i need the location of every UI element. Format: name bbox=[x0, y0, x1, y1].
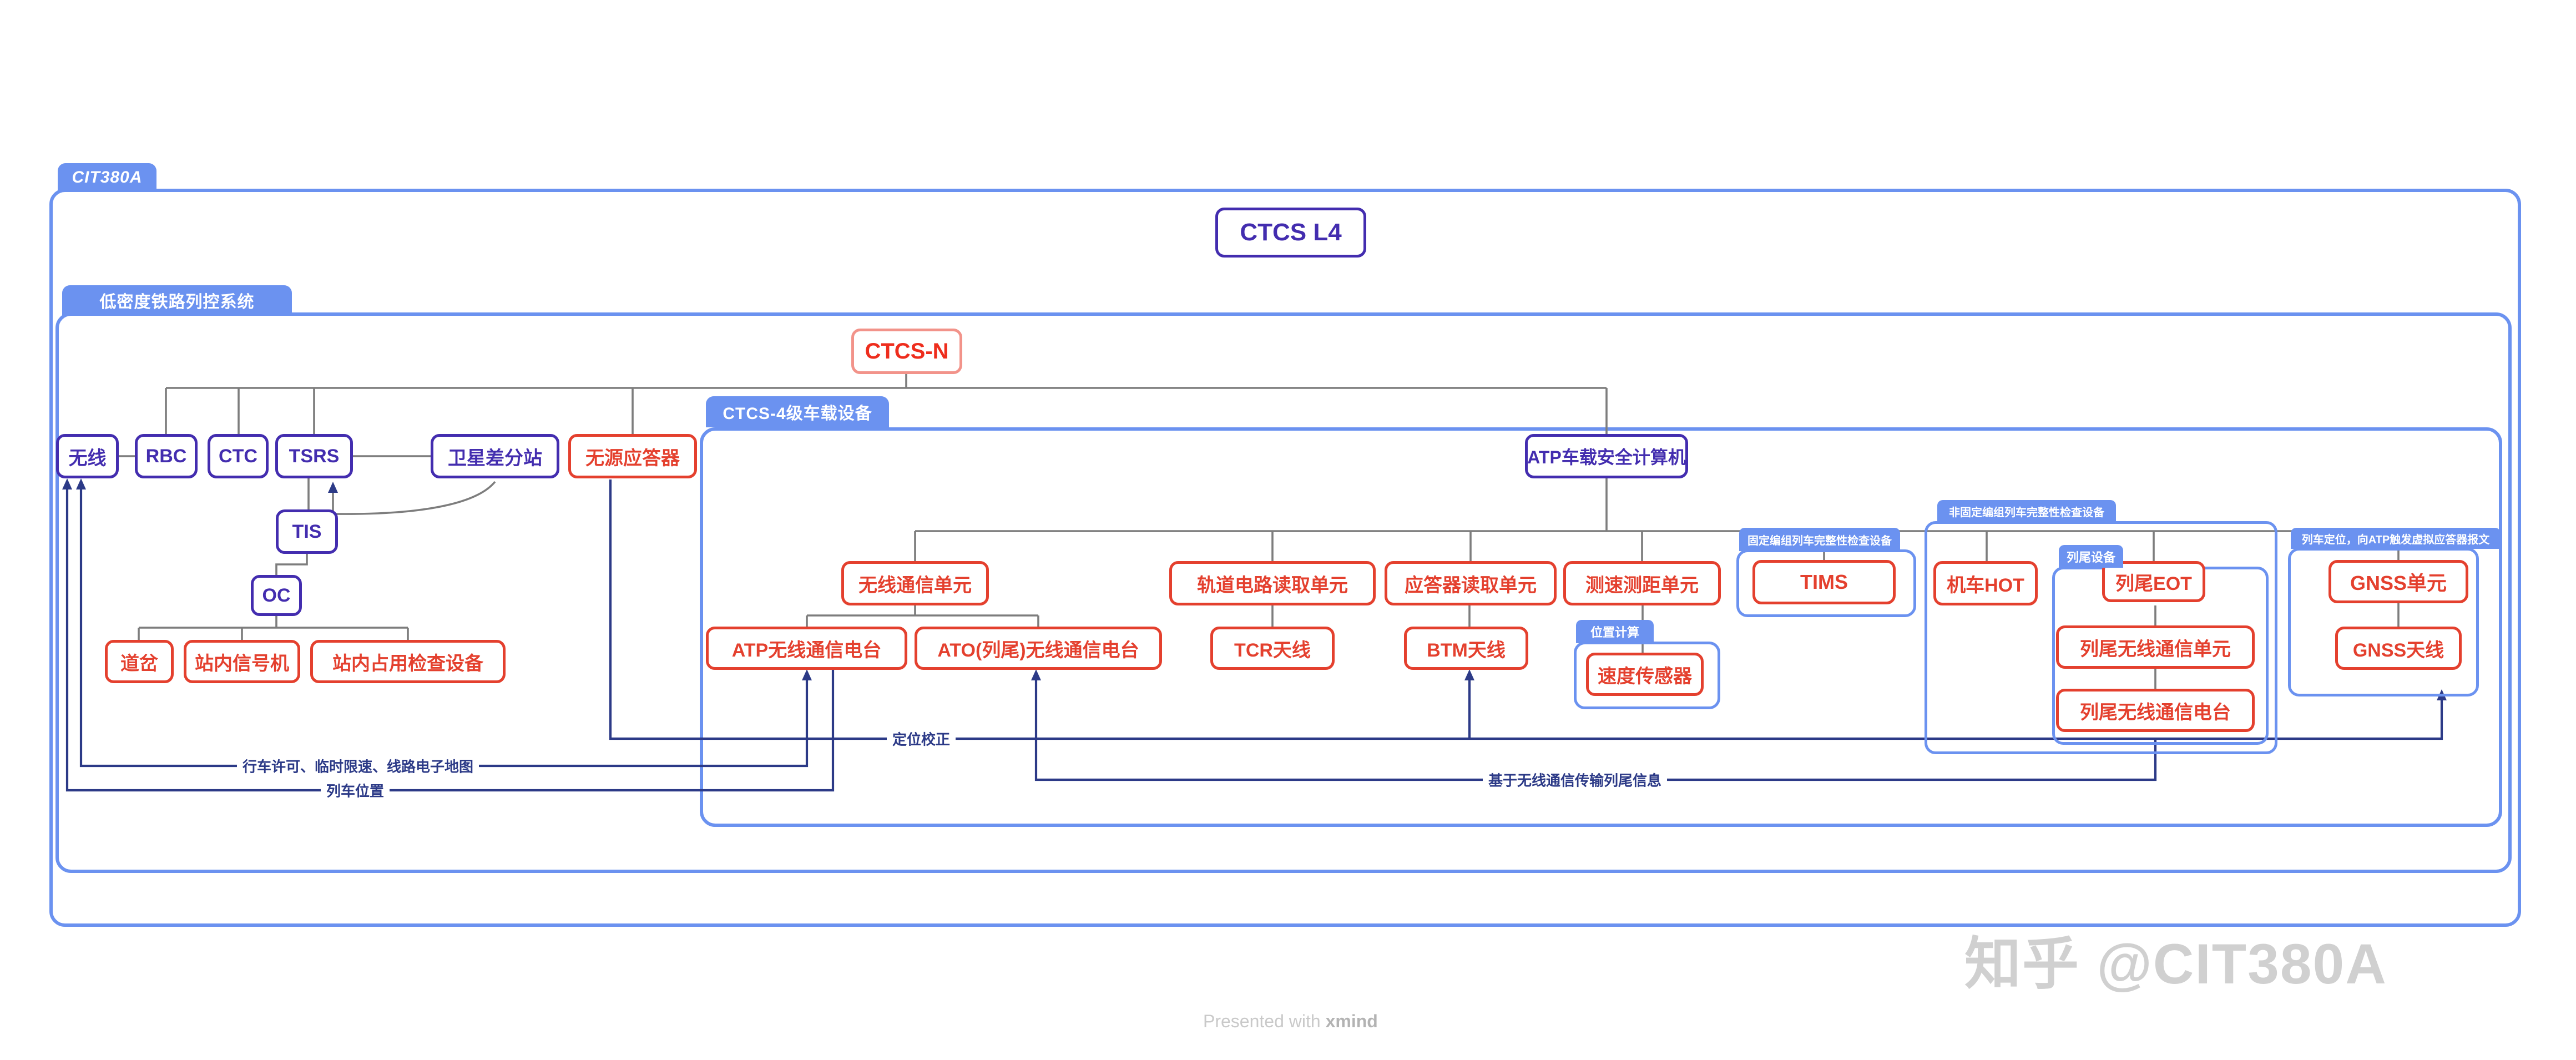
node-satellite-diff-station[interactable]: 卫星差分站 bbox=[431, 434, 559, 478]
node-switch[interactable]: 道岔 bbox=[105, 640, 174, 683]
node-radio-comm-unit[interactable]: 无线通信单元 bbox=[841, 561, 989, 605]
frame-ctcs4-onboard bbox=[700, 427, 2502, 827]
group-tab-fixed-integrity[interactable]: 固定编组列车完整性检查设备 bbox=[1739, 528, 1900, 551]
xmind-brand: xmind bbox=[1325, 1011, 1378, 1031]
node-tims[interactable]: TIMS bbox=[1752, 560, 1896, 604]
frame-tab-ctcs4-onboard[interactable]: CTCS-4级车载设备 bbox=[706, 396, 889, 427]
presented-with-xmind: Presented with xmind bbox=[1203, 1011, 1378, 1032]
frame-low-density-system bbox=[55, 312, 2512, 873]
node-track-circuit-reader[interactable]: 轨道电路读取单元 bbox=[1169, 561, 1376, 605]
node-station-signal[interactable]: 站内信号机 bbox=[184, 640, 300, 683]
node-gnss-unit[interactable]: GNSS单元 bbox=[2328, 560, 2468, 603]
node-eot-radio-unit[interactable]: 列尾无线通信单元 bbox=[2056, 625, 2255, 669]
group-tab-eot-devices[interactable]: 列尾设备 bbox=[2059, 545, 2123, 568]
frame-cit380a bbox=[49, 189, 2521, 927]
node-ctc[interactable]: CTC bbox=[208, 434, 269, 478]
node-btm-antenna[interactable]: BTM天线 bbox=[1404, 627, 1528, 670]
frame-tab-low-density-system[interactable]: 低密度铁路列控系统 bbox=[62, 285, 292, 315]
node-atp-radio[interactable]: ATP无线通信电台 bbox=[706, 627, 907, 670]
node-gnss-antenna[interactable]: GNSS天线 bbox=[2335, 627, 2462, 670]
node-tis[interactable]: TIS bbox=[276, 509, 338, 554]
node-speed-distance-unit[interactable]: 测速测距单元 bbox=[1563, 561, 1721, 605]
node-oc[interactable]: OC bbox=[251, 575, 302, 616]
edge-label-f1: 行车许可、临时限速、线路电子地图 bbox=[236, 754, 479, 778]
node-loco-hot[interactable]: 机车HOT bbox=[1933, 561, 2038, 605]
node-tsrs[interactable]: TSRS bbox=[275, 434, 353, 478]
node-balise-reader[interactable]: 应答器读取单元 bbox=[1385, 561, 1557, 605]
zhihu-watermark: 知乎 @CIT380A bbox=[1964, 932, 2387, 996]
group-tab-gnss-group[interactable]: 列车定位，向ATP触发虚拟应答器报文 bbox=[2291, 528, 2501, 549]
node-radio-block[interactable]: 无线 bbox=[56, 434, 119, 478]
edge-label-f4: 基于无线通信传输列尾信息 bbox=[1482, 768, 1668, 791]
frame-tab-cit380a[interactable]: CIT380A bbox=[58, 163, 156, 192]
edge-label-f3: 定位校正 bbox=[886, 727, 956, 750]
node-ctcs-n[interactable]: CTCS-N bbox=[851, 329, 962, 374]
node-speed-sensor[interactable]: 速度传感器 bbox=[1586, 653, 1704, 696]
node-eot-radio[interactable]: 列尾无线通信电台 bbox=[2056, 689, 2255, 732]
group-tab-pos-calc[interactable]: 位置计算 bbox=[1576, 620, 1654, 643]
node-ctcs-l4[interactable]: CTCS L4 bbox=[1215, 208, 1366, 258]
footer-prefix: Presented with bbox=[1203, 1011, 1326, 1031]
edge-label-f2: 列车位置 bbox=[320, 779, 390, 802]
node-tcr-antenna[interactable]: TCR天线 bbox=[1210, 627, 1335, 670]
node-ato-radio[interactable]: ATO(列尾)无线通信电台 bbox=[915, 627, 1162, 670]
group-tab-nonfixed-integrity[interactable]: 非固定编组列车完整性检查设备 bbox=[1937, 500, 2116, 523]
group-gnss-group bbox=[2288, 548, 2479, 696]
node-passive-balise[interactable]: 无源应答器 bbox=[568, 434, 697, 478]
node-atp-computer[interactable]: ATP车载安全计算机 bbox=[1525, 434, 1688, 478]
node-station-occupancy[interactable]: 站内占用检查设备 bbox=[310, 640, 506, 683]
node-rbc[interactable]: RBC bbox=[135, 434, 198, 478]
node-eot[interactable]: 列尾EOT bbox=[2102, 561, 2205, 602]
